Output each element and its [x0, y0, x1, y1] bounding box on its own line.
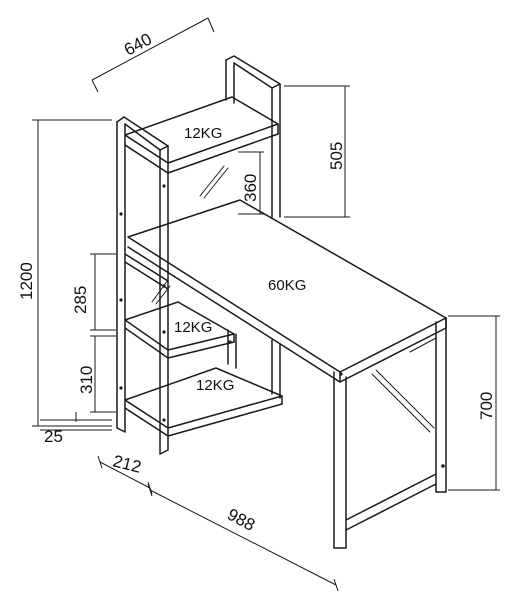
dim-top-depth: 640 [121, 29, 155, 59]
shelf-post-front-left [116, 121, 126, 433]
dim-shelf-block-height: 505 [327, 142, 346, 170]
bookshelf [116, 55, 283, 455]
shelf-cross-brace-lower [151, 279, 171, 305]
dim-upper-riser: 360 [241, 174, 260, 202]
load-desk-surface: 60KG [268, 277, 306, 294]
shelf-cross-brace-upper [199, 165, 229, 199]
load-bottom-shelf: 12KG [196, 377, 234, 394]
dim-total-height: 1200 [17, 262, 36, 300]
desk [127, 199, 447, 549]
desk-cross-brace [371, 369, 435, 433]
load-middle-shelf: 12KG [174, 319, 212, 336]
desk-lower-rail [345, 473, 437, 531]
load-labels: 12KG 60KG 12KG 12KG [174, 125, 306, 394]
dim-shelf-gap-low: 310 [77, 366, 96, 394]
dim-shelf-width: 212 [111, 451, 143, 476]
desk-leg-right [435, 317, 447, 493]
dim-shelf-gap-mid: 285 [71, 286, 90, 314]
dimension-lines [32, 17, 500, 592]
dimension-labels: 640 1200 505 360 285 310 25 212 988 700 [17, 29, 496, 534]
shelf-desk-level [124, 253, 169, 290]
desk-leg-front [333, 371, 347, 549]
load-top-shelf: 12KG [184, 125, 222, 142]
shelf-post-front-right [159, 145, 169, 455]
shelf-post-back-left [225, 59, 235, 104]
shelf-post-back-right [271, 83, 281, 218]
dim-desk-height: 700 [477, 392, 496, 420]
dim-foot-clearance: 25 [44, 427, 63, 446]
